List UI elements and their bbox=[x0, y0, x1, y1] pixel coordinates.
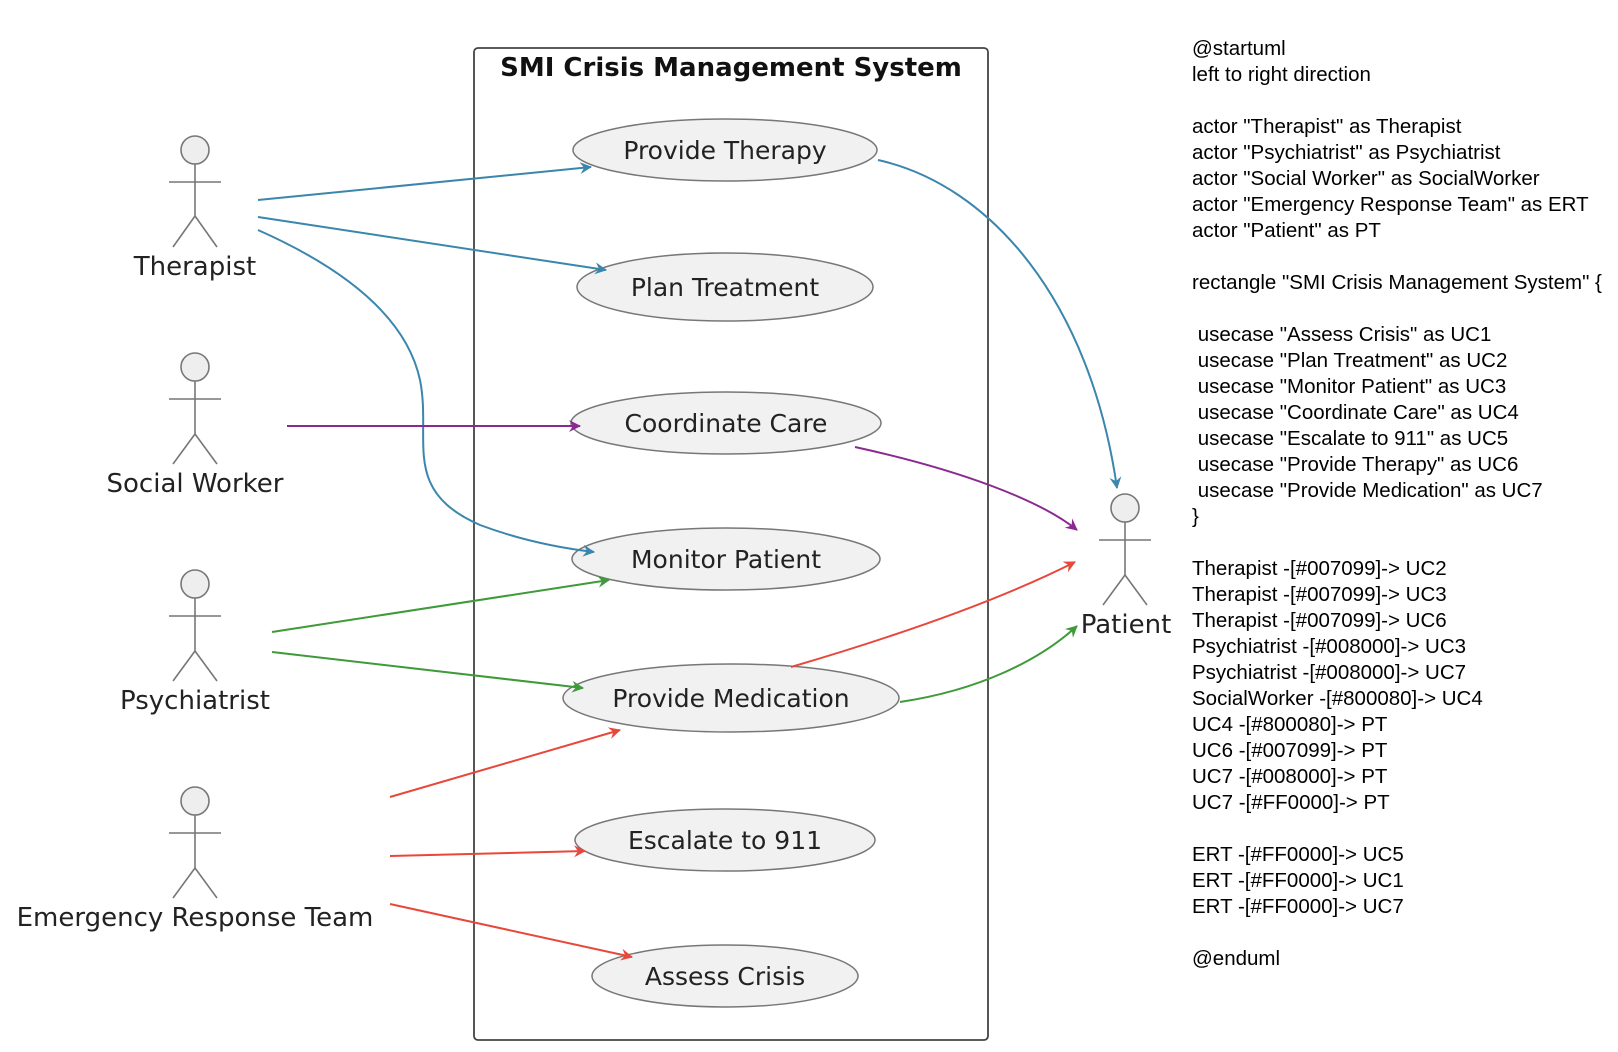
code-line: usecase "Assess Crisis" as UC1 bbox=[1192, 323, 1492, 346]
plantuml-code-panel: @startuml left to right direction actor "T… bbox=[1192, 36, 1612, 972]
edge-ert-provide-medication bbox=[389, 727, 621, 798]
usecase-label: Assess Crisis bbox=[645, 962, 805, 991]
code-line: @enduml bbox=[1192, 947, 1281, 970]
code-line: UC7 -[#FF0000]-> PT bbox=[1192, 791, 1390, 814]
actor-label-emergency-response-team: Emergency Response Team bbox=[17, 903, 374, 933]
edge-psychiatrist-provide-medication bbox=[271, 651, 584, 693]
code-line: usecase "Monitor Patient" as UC3 bbox=[1192, 375, 1507, 398]
code-line: actor "Social Worker" as SocialWorker bbox=[1192, 167, 1540, 190]
actor-label-psychiatrist: Psychiatrist bbox=[120, 686, 270, 716]
code-line: actor "Therapist" as Therapist bbox=[1192, 115, 1462, 138]
usecase-plan-treatment: Plan Treatment bbox=[576, 252, 874, 322]
edge-therapist-plan-treatment bbox=[257, 216, 607, 275]
code-line: ERT -[#FF0000]-> UC5 bbox=[1192, 843, 1404, 866]
edge-provide-therapy-patient bbox=[877, 159, 1122, 489]
actor-head-icon bbox=[180, 786, 210, 816]
code-line bbox=[1192, 530, 1612, 556]
code-line: Therapist -[#007099]-> UC2 bbox=[1192, 557, 1447, 580]
usecase-assess-crisis: Assess Crisis bbox=[591, 944, 859, 1008]
edge-provide-medication-patient-green bbox=[899, 625, 1078, 703]
code-line: ERT -[#FF0000]-> UC1 bbox=[1192, 869, 1404, 892]
actor-psychiatrist bbox=[169, 569, 221, 682]
usecase-provide-therapy: Provide Therapy bbox=[572, 118, 878, 182]
usecase-label: Monitor Patient bbox=[631, 545, 821, 574]
actor-social-worker bbox=[169, 352, 221, 465]
actor-head-icon bbox=[180, 135, 210, 165]
code-line: left to right direction bbox=[1192, 63, 1371, 86]
actor-head-icon bbox=[180, 569, 210, 599]
usecase-label: Provide Therapy bbox=[623, 136, 827, 165]
code-line: Therapist -[#007099]-> UC6 bbox=[1192, 609, 1447, 632]
code-line: usecase "Provide Therapy" as UC6 bbox=[1192, 453, 1519, 476]
code-line: ERT -[#FF0000]-> UC7 bbox=[1192, 895, 1404, 918]
edge-therapist-provide-therapy bbox=[257, 162, 592, 201]
system-boundary bbox=[473, 47, 989, 1041]
actor-emergency-response-team bbox=[169, 786, 221, 899]
usecase-monitor-patient: Monitor Patient bbox=[571, 527, 881, 591]
code-line: @startuml bbox=[1192, 37, 1286, 60]
code-line: Therapist -[#007099]-> UC3 bbox=[1192, 583, 1447, 606]
code-line: SocialWorker -[#800080]-> UC4 bbox=[1192, 687, 1483, 710]
code-line: UC7 -[#008000]-> PT bbox=[1192, 765, 1388, 788]
code-line: actor "Patient" as PT bbox=[1192, 219, 1381, 242]
actor-head-icon bbox=[180, 352, 210, 382]
edge-ert-assess-crisis bbox=[389, 903, 633, 961]
code-line: usecase "Coordinate Care" as UC4 bbox=[1192, 401, 1519, 424]
use-case-diagram: SMI Crisis Management System Provide The… bbox=[17, 47, 1172, 1041]
usecase-label: Coordinate Care bbox=[625, 409, 828, 438]
code-line: actor "Psychiatrist" as Psychiatrist bbox=[1192, 141, 1501, 164]
actor-label-therapist: Therapist bbox=[133, 252, 256, 282]
code-line: Psychiatrist -[#008000]-> UC7 bbox=[1192, 661, 1467, 684]
actor-label-patient: Patient bbox=[1081, 610, 1172, 640]
actor-label-social-worker: Social Worker bbox=[107, 469, 284, 499]
edge-provide-medication-patient-red bbox=[790, 561, 1076, 668]
code-line: UC6 -[#007099]-> PT bbox=[1192, 739, 1388, 762]
code-line: UC4 -[#800080]-> PT bbox=[1192, 713, 1388, 736]
usecase-escalate-to-911: Escalate to 911 bbox=[574, 808, 876, 872]
actor-head-icon bbox=[1110, 493, 1140, 523]
code-line: Psychiatrist -[#008000]-> UC3 bbox=[1192, 635, 1467, 658]
code-line: usecase "Plan Treatment" as UC2 bbox=[1192, 349, 1508, 372]
code-line: actor "Emergency Response Team" as ERT bbox=[1192, 193, 1589, 216]
usecase-label: Plan Treatment bbox=[631, 273, 820, 302]
usecase-provide-medication: Provide Medication bbox=[562, 663, 900, 733]
edge-therapist-monitor-patient bbox=[257, 229, 595, 557]
code-line: usecase "Provide Medication" as UC7 bbox=[1192, 479, 1543, 502]
usecase-label: Provide Medication bbox=[612, 684, 849, 713]
edge-psychiatrist-monitor-patient bbox=[271, 575, 610, 633]
code-line bbox=[1192, 816, 1612, 842]
system-title: SMI Crisis Management System bbox=[500, 53, 962, 83]
code-line bbox=[1192, 296, 1612, 322]
actor-therapist bbox=[169, 135, 221, 248]
usecase-label: Escalate to 911 bbox=[628, 826, 822, 855]
edge-ert-escalate-to-911 bbox=[389, 845, 586, 858]
usecase-coordinate-care: Coordinate Care bbox=[570, 391, 882, 455]
code-line: } bbox=[1192, 505, 1199, 528]
code-line bbox=[1192, 88, 1612, 114]
edge-coordinate-care-patient bbox=[854, 446, 1078, 531]
actor-patient bbox=[1099, 493, 1151, 606]
code-line: usecase "Escalate to 911" as UC5 bbox=[1192, 427, 1509, 450]
code-line: rectangle "SMI Crisis Management System"… bbox=[1192, 271, 1602, 294]
code-line bbox=[1192, 244, 1612, 270]
code-line bbox=[1192, 920, 1612, 946]
